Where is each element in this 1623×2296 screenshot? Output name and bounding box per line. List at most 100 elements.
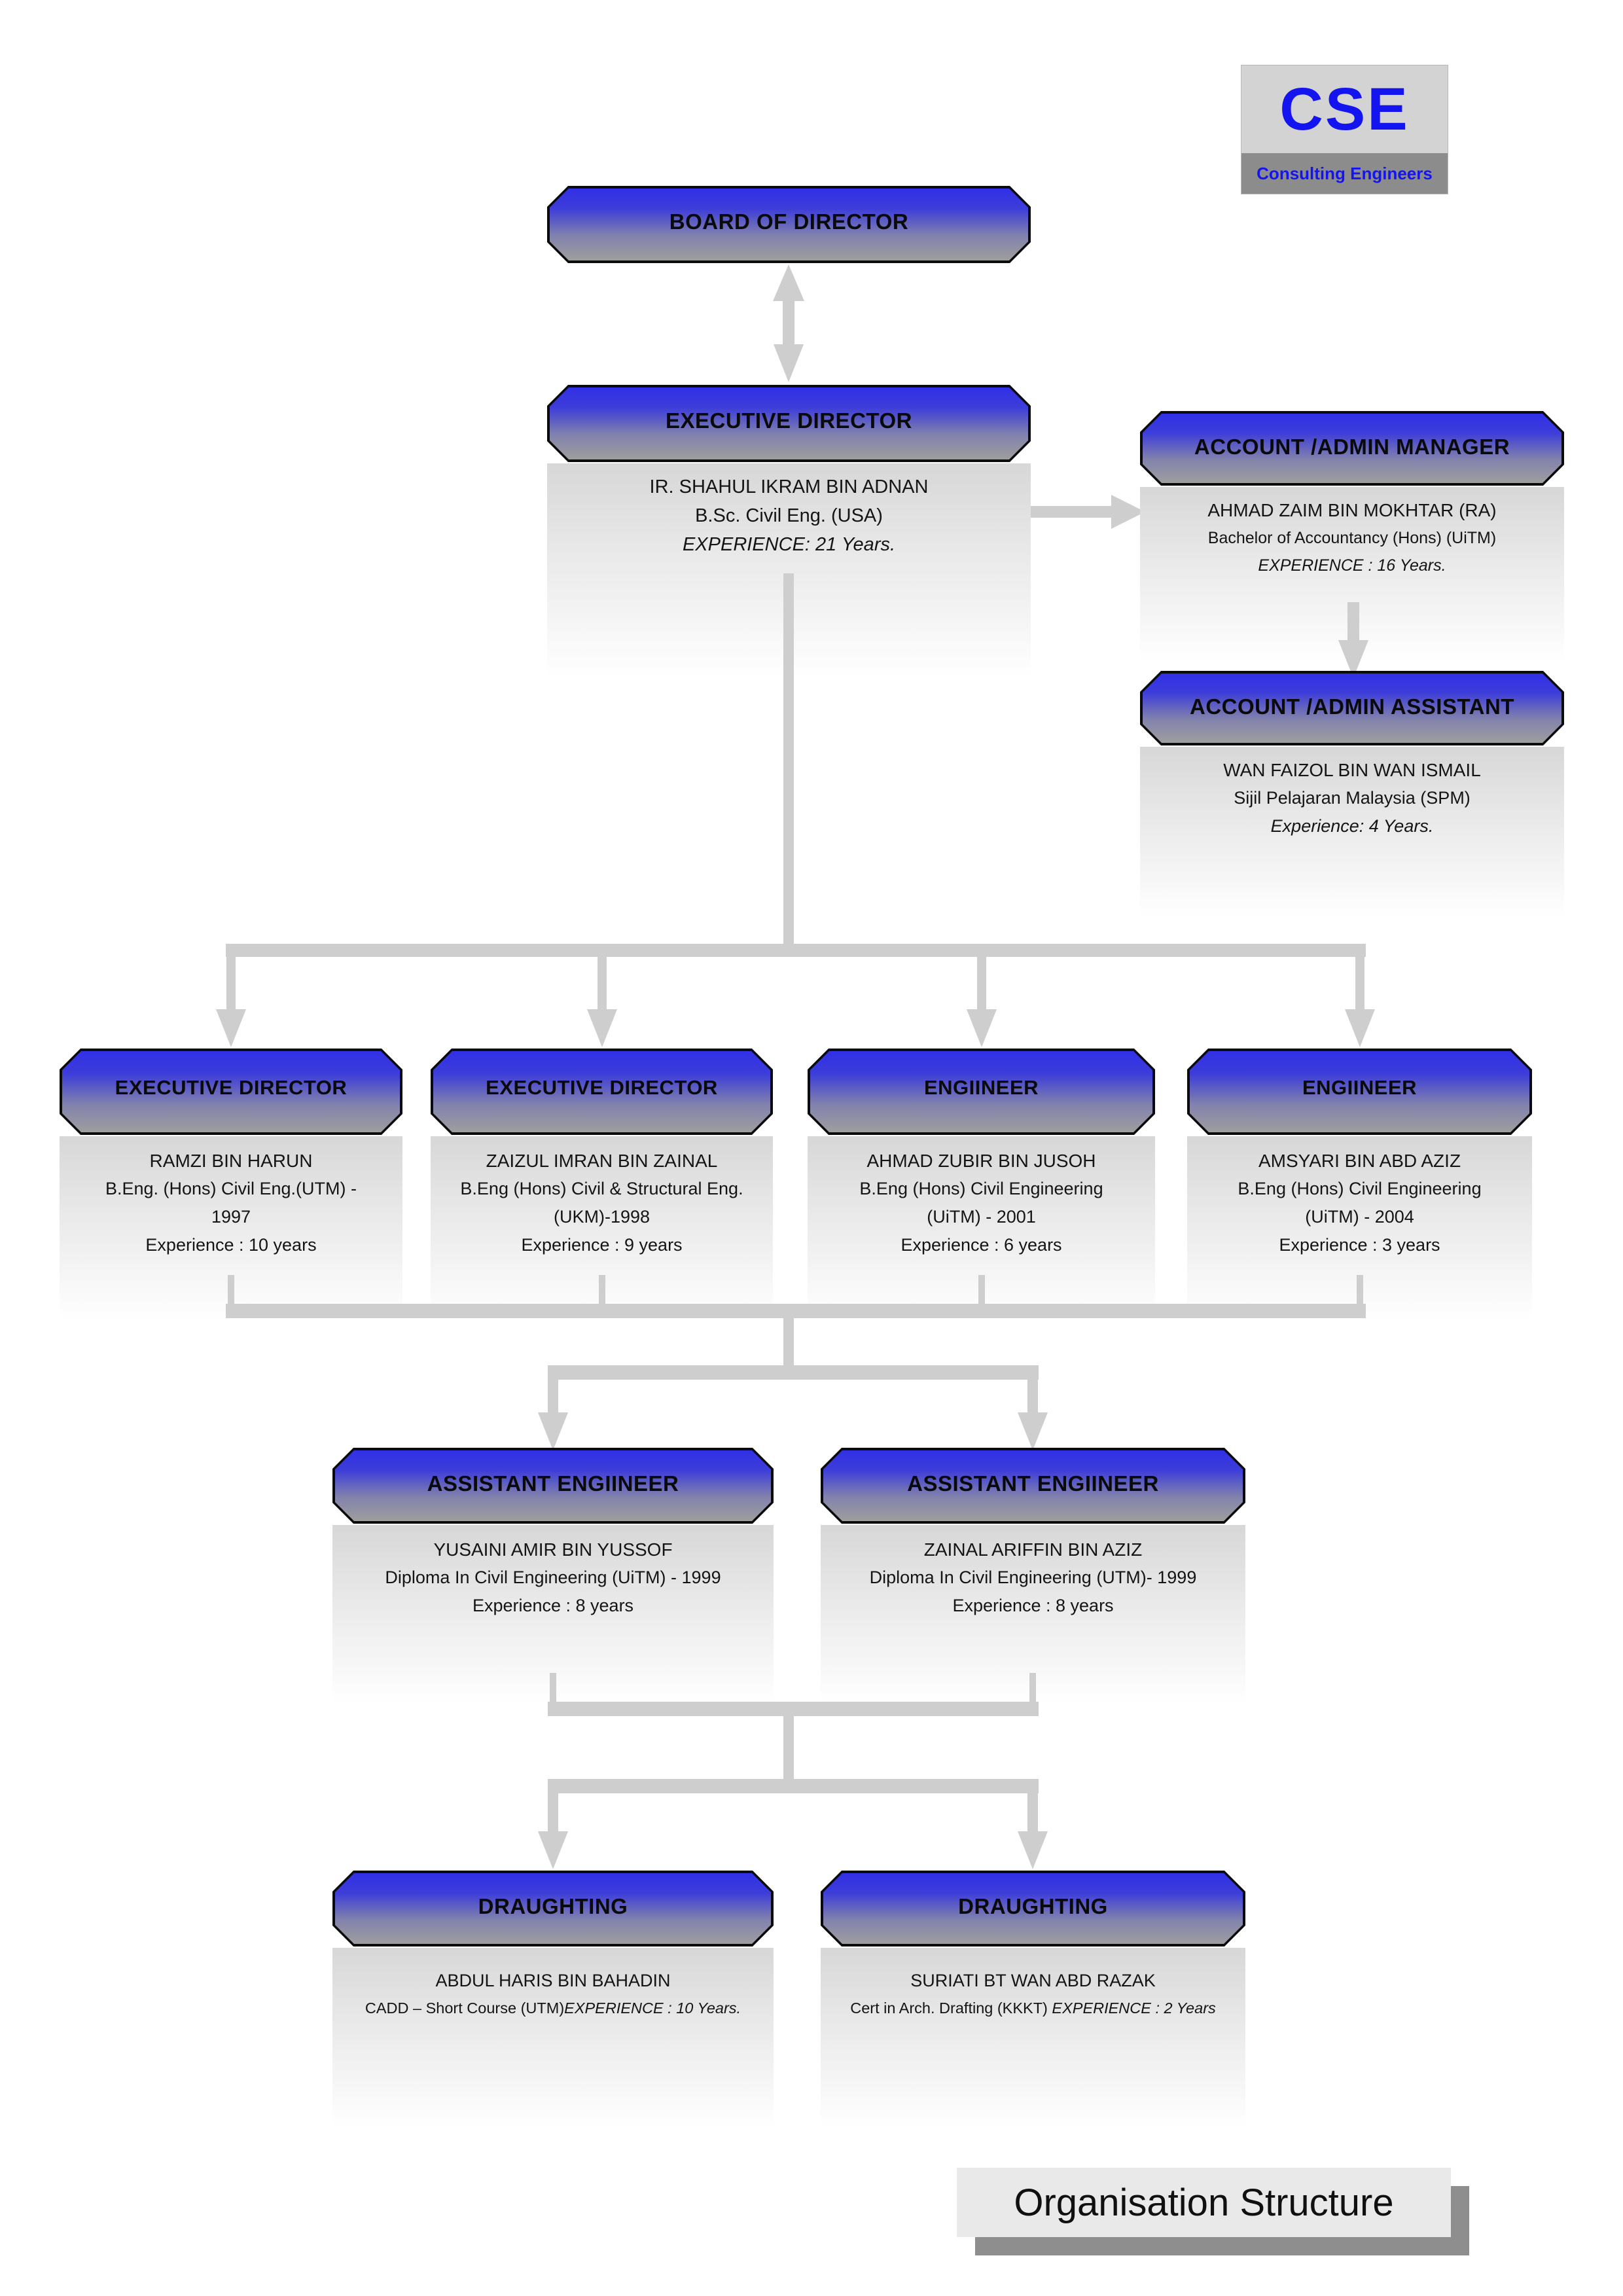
node-assistant-engineer-1: ASSISTANT ENGIINEER [332, 1448, 774, 1524]
node-fill: BOARD OF DIRECTOR [550, 188, 1028, 260]
person-name: WAN FAIZOL BIN WAN ISMAIL [1223, 760, 1481, 780]
person-qualification-2: (UKM)-1998 [553, 1207, 651, 1227]
arrow-right-icon [1111, 495, 1145, 529]
node-title: ENGIINEER [923, 1076, 1039, 1099]
person-experience: EXPERIENCE : 2 Years [1052, 2000, 1216, 2017]
node-details: YUSAINI AMIR BIN YUSSOF Diploma In Civil… [332, 1525, 774, 1712]
node-account-admin-assistant: ACCOUNT /ADMIN ASSISTANT [1140, 671, 1564, 745]
node-details: ABDUL HARIS BIN BAHADIN CADD – Short Cou… [332, 1948, 774, 2136]
person-qualification: CADD – Short Course (UTM) [365, 2000, 565, 2017]
arrow-down-icon [216, 1009, 246, 1047]
logo-tagline-band: Consulting Engineers [1241, 153, 1448, 194]
person-name: AHMAD ZUBIR BIN JUSOH [866, 1151, 1096, 1171]
connector-drop [226, 957, 236, 1011]
connector-shaft [783, 298, 794, 348]
node-assistant-engineer-2: ASSISTANT ENGIINEER [821, 1448, 1245, 1524]
arrow-down-icon [774, 344, 804, 382]
connector-drop [548, 1793, 558, 1834]
node-fill: ASSISTANT ENGIINEER [823, 1450, 1243, 1521]
person-qualification: Diploma In Civil Engineering (UTM)- 1999 [869, 1568, 1197, 1587]
person-name: IR. SHAHUL IKRAM BIN ADNAN [649, 476, 929, 497]
connector-shaft [1347, 602, 1359, 643]
arrow-down-icon [587, 1009, 617, 1047]
node-executive-director: EXECUTIVE DIRECTOR [547, 385, 1031, 462]
node-title: EXECUTIVE DIRECTOR [486, 1076, 718, 1099]
connector-crossbar [548, 1779, 1039, 1793]
node-fill: DRAUGHTING [823, 1873, 1243, 1944]
node-title: ASSISTANT ENGIINEER [907, 1471, 1159, 1496]
person-qualification: Cert in Arch. Drafting (KKKT) [850, 2000, 1052, 2017]
node-fill: ENGIINEER [810, 1051, 1152, 1132]
node-draughting-2: DRAUGHTING [821, 1871, 1245, 1946]
logo-acronym: CSE [1279, 75, 1410, 143]
connector-drop [977, 957, 986, 1011]
arrow-down-icon [1018, 1412, 1048, 1450]
node-executive-director-3: EXECUTIVE DIRECTOR [431, 1049, 773, 1135]
person-experience: Experience : 10 years [145, 1235, 317, 1255]
person-experience: Experience : 9 years [521, 1235, 683, 1255]
node-title: ACCOUNT /ADMIN ASSISTANT [1190, 694, 1514, 719]
connector-crossbar [226, 944, 1366, 957]
person-experience: Experience : 8 years [472, 1596, 634, 1615]
node-fill: ACCOUNT /ADMIN ASSISTANT [1143, 673, 1561, 743]
connector-drop [597, 957, 607, 1011]
arrow-down-icon [1345, 1009, 1375, 1047]
connector-trunk [783, 1318, 794, 1368]
connector-stub [550, 1673, 556, 1704]
person-qualification-1: B.Eng. (Hons) Civil Eng.(UTM) - [105, 1179, 357, 1198]
logo-tagline: Consulting Engineers [1257, 163, 1433, 183]
node-title: ACCOUNT /ADMIN MANAGER [1194, 435, 1510, 459]
arrow-down-icon [967, 1009, 997, 1047]
person-qualification-1: B.Eng (Hons) Civil Engineering [859, 1179, 1103, 1198]
person-experience: EXPERIENCE : 16 Years. [1258, 556, 1446, 575]
node-title: ASSISTANT ENGIINEER [427, 1471, 679, 1496]
person-qualification-2: 1997 [211, 1207, 251, 1227]
person-qualification: Bachelor of Accountancy (Hons) (UiTM) [1207, 529, 1497, 547]
node-title: DRAUGHTING [958, 1894, 1108, 1918]
node-fill: DRAUGHTING [335, 1873, 771, 1944]
person-experience: EXPERIENCE: 21 Years. [682, 534, 896, 555]
person-qualification-1: B.Eng (Hons) Civil & Structural Eng. [460, 1179, 743, 1198]
person-qualification-2: (UiTM) - 2004 [1305, 1207, 1414, 1227]
connector-stub [1029, 1673, 1036, 1704]
node-manager-details: AHMAD ZAIM BIN MOKHTAR (RA) Bachelor of … [1140, 487, 1564, 670]
footer-title-box: Organisation Structure [957, 2168, 1451, 2237]
node-fill: EXECUTIVE DIRECTOR [550, 387, 1028, 459]
arrow-down-icon [1018, 1831, 1048, 1869]
person-qualification: B.Sc. Civil Eng. (USA) [695, 505, 883, 526]
person-qualification: Diploma In Civil Engineering (UiTM) - 19… [385, 1568, 721, 1587]
connector-stub [228, 1275, 234, 1306]
node-title: EXECUTIVE DIRECTOR [115, 1076, 348, 1099]
person-name: ABDUL HARIS BIN BAHADIN [435, 1971, 671, 1990]
person-name: YUSAINI AMIR BIN YUSSOF [433, 1539, 673, 1560]
person-name: AMSYARI BIN ABD AZIZ [1258, 1151, 1461, 1171]
connector-drop [1027, 1380, 1038, 1415]
person-experience: Experience : 6 years [901, 1235, 1062, 1255]
page-title: Organisation Structure [1014, 2181, 1394, 2224]
node-draughting-1: DRAUGHTING [332, 1871, 774, 1946]
person-qualification: Sijil Pelajaran Malaysia (SPM) [1234, 788, 1471, 808]
node-fill: EXECUTIVE DIRECTOR [433, 1051, 770, 1132]
node-title: DRAUGHTING [478, 1894, 628, 1918]
connector-stub [978, 1275, 985, 1306]
arrow-down-icon [538, 1831, 568, 1869]
person-qualification-1: B.Eng (Hons) Civil Engineering [1238, 1179, 1482, 1198]
person-qual-exp-line: CADD – Short Course (UTM)EXPERIENCE : 10… [332, 1995, 774, 2021]
connector-crossbar [226, 1304, 1366, 1318]
person-experience: Experience : 3 years [1279, 1235, 1440, 1255]
node-fill: EXECUTIVE DIRECTOR [62, 1051, 400, 1132]
connector-stub [1357, 1275, 1363, 1306]
node-admin-assistant-details: WAN FAIZOL BIN WAN ISMAIL Sijil Pelajara… [1140, 747, 1564, 926]
node-engineer-1: ENGIINEER [808, 1049, 1155, 1135]
node-fill: ASSISTANT ENGIINEER [335, 1450, 771, 1521]
person-name: RAMZI BIN HARUN [149, 1151, 313, 1171]
person-experience: Experience : 8 years [952, 1596, 1114, 1615]
person-qual-exp-line: Cert in Arch. Drafting (KKKT) EXPERIENCE… [821, 1995, 1245, 2021]
node-title: EXECUTIVE DIRECTOR [666, 408, 912, 433]
node-fill: ENGIINEER [1190, 1051, 1529, 1132]
node-engineer-2: ENGIINEER [1187, 1049, 1532, 1135]
node-title: ENGIINEER [1302, 1076, 1418, 1099]
person-name: ZAIZUL IMRAN BIN ZAINAL [486, 1151, 718, 1171]
node-board-of-director: BOARD OF DIRECTOR [547, 186, 1031, 263]
